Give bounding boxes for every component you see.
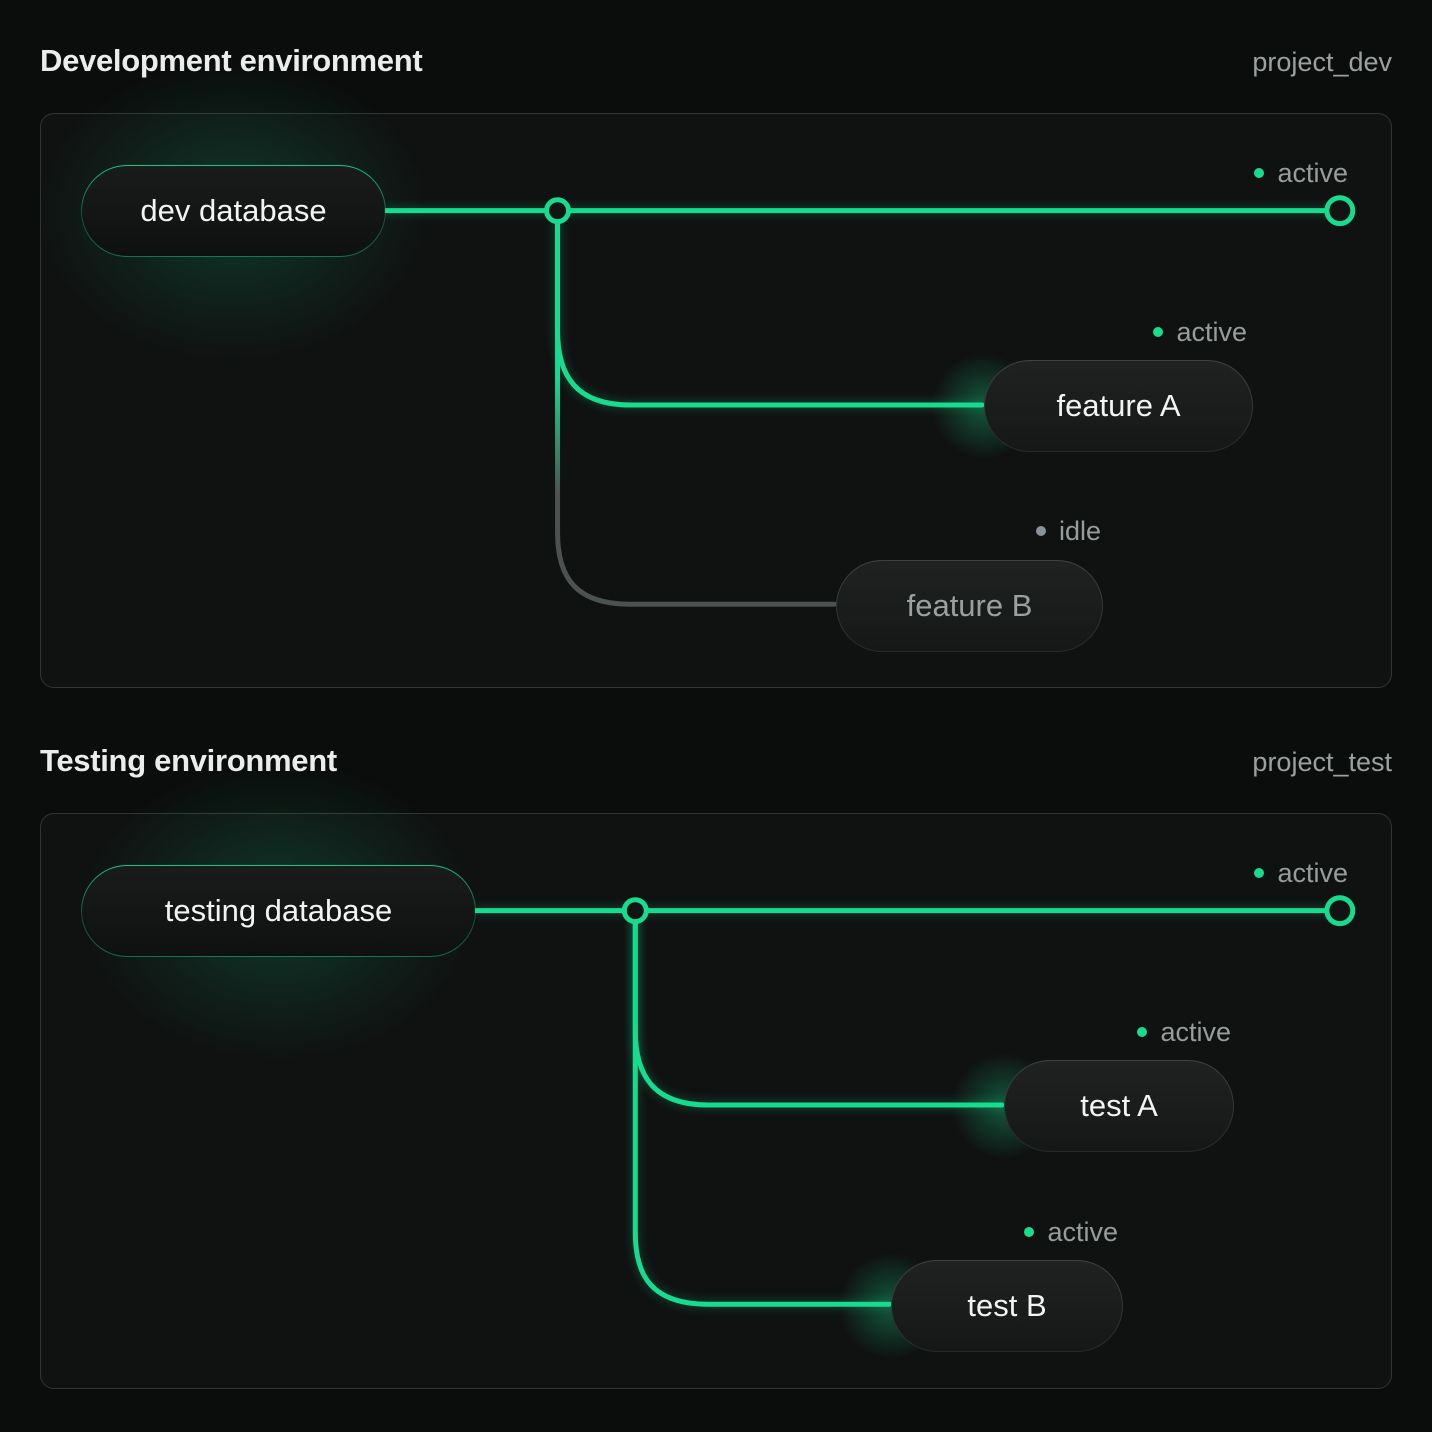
dev-main-endpoint-node [1324,195,1356,227]
test-branch-wires [473,895,1356,1307]
test-project-label: project_test [1252,747,1392,777]
dev-database-label: dev database [140,193,327,228]
status-dot-icon [1024,1227,1035,1237]
dev-project-label: project_dev [1252,47,1392,77]
status-label: active [1176,316,1247,347]
dev-environment-title: Development environment [40,43,423,78]
status-dot-icon [1153,327,1164,337]
dev-environment-panel: dev database feature A feature B active … [0,11,1392,688]
feature-b-label: feature B [906,588,1033,623]
status-label: active [1277,857,1348,888]
test-main-endpoint-node [1324,895,1356,927]
status-dot-icon [1254,168,1265,178]
testing-database-pill[interactable]: testing database [81,865,476,957]
test-a-label: test A [1080,1088,1158,1123]
dev-database-pill[interactable]: dev database [81,165,386,257]
feature-b-status: idle [1035,514,1101,548]
feature-b-branch-line [555,208,838,607]
test-b-pill[interactable]: test B [891,1260,1123,1352]
dev-branch-point-node [544,197,572,225]
status-label: idle [1058,515,1101,546]
status-label: active [1047,1216,1118,1247]
test-b-label: test B [967,1288,1047,1323]
feature-a-branch-line [555,208,985,408]
feature-a-label: feature A [1056,388,1181,423]
status-label: active [1160,1016,1231,1047]
test-main-status: active [1254,856,1348,890]
test-branch-point-node [621,897,649,925]
test-a-branch-line [632,908,1005,1108]
status-dot-icon [1035,526,1046,536]
feature-a-status: active [1153,315,1247,349]
test-a-pill[interactable]: test A [1004,1060,1234,1152]
dev-environment-header: Development environment project_dev [40,43,1392,83]
status-label: active [1277,157,1348,188]
test-a-status: active [1137,1015,1231,1049]
test-environment-title: Testing environment [40,743,337,778]
testing-database-label: testing database [164,893,393,928]
status-dot-icon [1137,1027,1148,1037]
feature-a-pill[interactable]: feature A [984,360,1253,452]
test-environment-header: Testing environment project_test [40,743,1392,783]
test-b-branch-line [632,908,892,1307]
test-b-status: active [1024,1215,1118,1249]
dev-main-status: active [1254,156,1348,190]
dev-branch-wires [383,195,1356,607]
status-dot-icon [1254,868,1265,878]
feature-b-pill[interactable]: feature B [836,560,1103,652]
test-environment-panel: testing database test A test B active ac… [18,711,1392,1389]
